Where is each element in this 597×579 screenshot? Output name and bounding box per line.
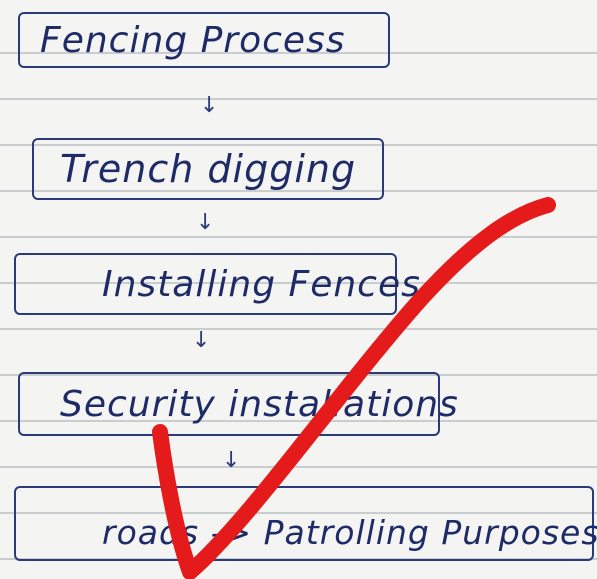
step-label: roads -> Patrolling Purposes. <box>102 513 597 552</box>
step-box-roads-patrolling: roads -> Patrolling Purposes. <box>14 486 597 561</box>
down-arrow-icon: ↓ <box>222 448 241 473</box>
step-label: Fencing Process <box>40 19 346 61</box>
step-label: Security installations <box>60 383 459 425</box>
down-arrow-icon: ↓ <box>192 328 211 353</box>
step-label: Installing Fences <box>102 263 421 305</box>
step-box-trench-digging: Trench digging <box>32 138 384 200</box>
step-label: Trench digging <box>60 147 357 191</box>
down-arrow-icon: ↓ <box>196 210 215 235</box>
step-box-installing-fences: Installing Fences <box>14 253 420 315</box>
down-arrow-icon: ↓ <box>200 93 219 118</box>
step-box-security-installations: Security installations <box>18 372 458 436</box>
step-box-fencing-process: Fencing Process <box>18 12 390 68</box>
